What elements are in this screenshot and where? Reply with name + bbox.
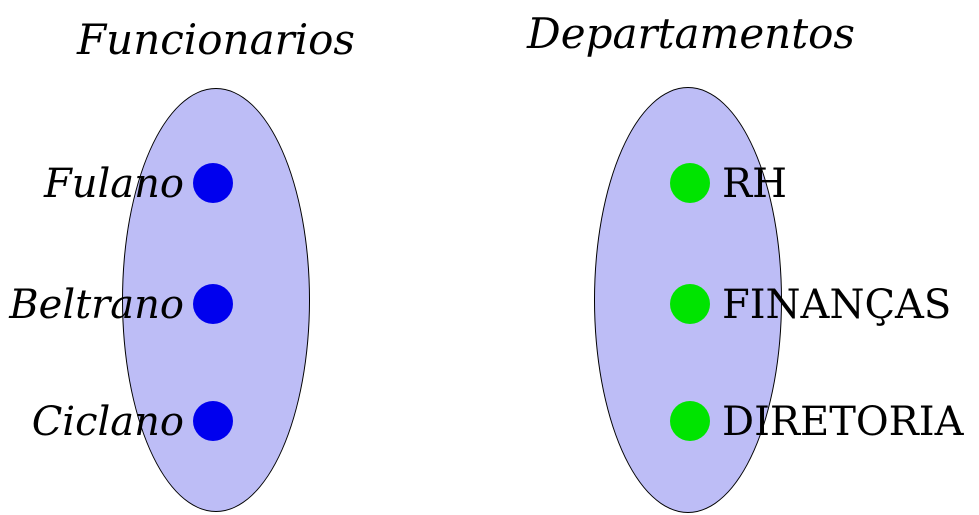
ciclano-label: Ciclano xyxy=(31,399,184,445)
rh-label: RH xyxy=(722,161,787,207)
rh-dot xyxy=(670,163,710,203)
diretoria-dot xyxy=(670,401,710,441)
fulano-dot xyxy=(193,163,233,203)
departamentos-set-title: Departamentos xyxy=(527,9,855,58)
ciclano-dot xyxy=(193,401,233,441)
funcionarios-set-title: Funcionarios xyxy=(77,15,355,64)
financas-label: FINANÇAS xyxy=(722,282,952,328)
financas-dot xyxy=(670,284,710,324)
beltrano-label: Beltrano xyxy=(9,282,184,328)
beltrano-dot xyxy=(193,284,233,324)
fulano-label: Fulano xyxy=(44,161,184,207)
diretoria-label: DIRETORIA xyxy=(722,399,964,445)
